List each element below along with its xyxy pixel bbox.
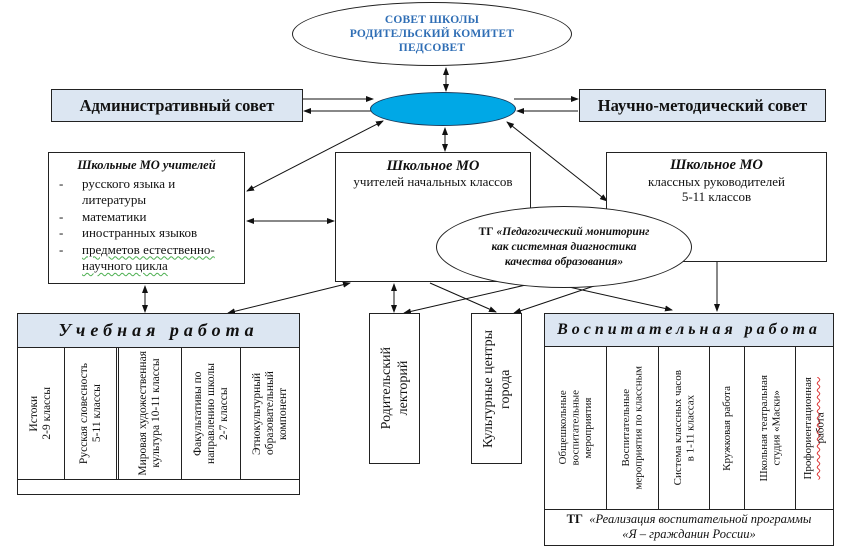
column-line: Профориентационная (802, 376, 814, 480)
list-item: предметов естественно-научного цикла (55, 242, 238, 275)
column-line: студия «Маски» (770, 390, 782, 466)
mo-teachers-title: Школьные МО учителей (77, 158, 216, 172)
column-line: в 1-11 классах (684, 394, 696, 462)
mo-teachers-list: русского языка и литературы математики и… (55, 176, 238, 275)
tg-citizen-title-1: «Реализация воспитательной программы (589, 512, 812, 526)
tg-citizen-prefix: ТГ (566, 512, 583, 526)
arrow-tg-lecture (403, 283, 531, 315)
council-line-2: РОДИТЕЛЬСКИЙ КОМИТЕТ (349, 28, 515, 40)
column-line: Система классных часов (671, 370, 684, 486)
methodical-council-box: Научно-методический совет (579, 89, 826, 122)
mo-primary-title: Школьное МО (386, 158, 480, 174)
column-line: работа (814, 412, 827, 444)
column-line: Общешкольные (556, 390, 569, 466)
tg-prefix: ТГ (478, 225, 494, 238)
tg-title-1: «Педагогический мониторинг (496, 225, 650, 238)
central-hub-ellipse (370, 92, 516, 126)
tg-line-1: ТГ «Педагогический мониторинг (479, 225, 650, 240)
column-line: мероприятия по классным (632, 366, 645, 490)
mo-leaders-title: Школьное МО (670, 157, 763, 173)
tg-line-2: как системная диагностика (491, 240, 637, 253)
column-line: Истоки (28, 395, 40, 432)
column-line: мероприятия (581, 397, 594, 459)
list-item: математики (55, 209, 238, 226)
mo-primary-subtitle: учителей начальных классов (353, 174, 513, 189)
column-line: Факультативы по (191, 371, 204, 456)
council-line-3: ПЕДСОВЕТ (398, 42, 466, 54)
arrow-tg-culture (513, 283, 601, 314)
column-line: 5-11 классы (90, 384, 103, 443)
culture-line-2: города (497, 368, 513, 409)
mo-teachers-box: Школьные МО учителей русского языка и ли… (48, 152, 245, 284)
arrow-tg-educational (559, 284, 673, 312)
column-line: Русская словесность (77, 362, 90, 465)
column-line: Кружковая работа (720, 385, 733, 471)
lecture-line-2: лекторий (395, 361, 411, 416)
educational-column: Кружковая работа (710, 347, 745, 509)
admin-council-box: Административный совет (51, 89, 303, 122)
arrow-primary-to-academic (227, 281, 351, 315)
list-item: русского языка и литературы (55, 176, 238, 209)
arrow-primary-culture (429, 282, 497, 313)
column-line: 2-7 классы (217, 387, 230, 440)
column-line: направлению школы (204, 363, 217, 464)
mo-leaders-subtitle-1: классных руководителей (648, 173, 785, 189)
column-line: воспитательные (569, 390, 582, 466)
list-item: иностранных языков (55, 225, 238, 242)
column-line: Воспитательные (620, 389, 632, 467)
lecture-line-1: Родительский (378, 347, 394, 430)
tg-citizen-program: ТГ «Реализация воспитательной программы … (545, 510, 833, 542)
admin-council-label: Административный совет (79, 95, 275, 115)
column-line: Этнокультурный (250, 372, 263, 455)
list-item-text: предметов естественно-научного цикла (82, 241, 215, 274)
column-line: Мировая художественная (137, 351, 149, 476)
council-line-1: СОВЕТ ШКОЛЫ (384, 14, 480, 26)
educational-work-title: Воспитательная работа (545, 314, 833, 347)
school-council-ellipse: СОВЕТ ШКОЛЫ РОДИТЕЛЬСКИЙ КОМИТЕТ ПЕДСОВЕ… (292, 2, 572, 66)
tg-citizen-line-2: «Я – гражданин России» (622, 527, 756, 541)
column-line: Школьная театральная (757, 374, 770, 482)
methodical-council-label: Научно-методический совет (597, 95, 808, 115)
mo-leaders-subtitle-2: 5-11 классов (681, 189, 752, 204)
column-line: культура 10-11 классы (150, 358, 162, 469)
tg-line-3: качества образования» (504, 255, 624, 268)
column-line: 2-9 классы (41, 387, 53, 440)
academic-work-title: Учебная работа (18, 314, 299, 348)
culture-line-1: Культурные центры (480, 329, 496, 448)
column-line: образовательный компонент (263, 371, 289, 456)
tg-citizen-line-1: ТГ «Реализация воспитательной программы (545, 512, 833, 527)
tg-monitoring-ellipse: ТГ «Педагогический мониторинг как систем… (436, 206, 692, 288)
